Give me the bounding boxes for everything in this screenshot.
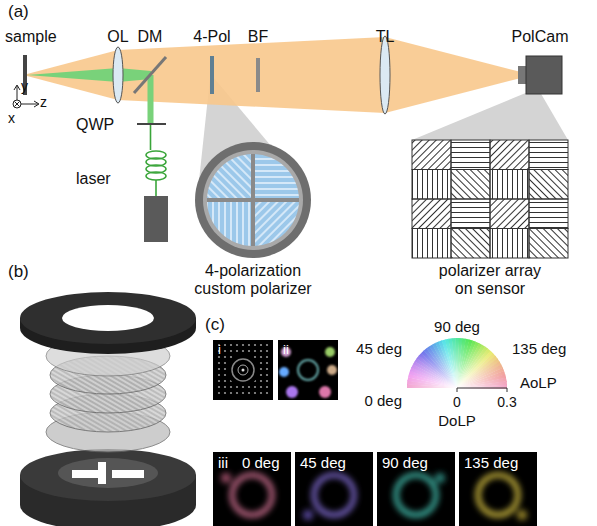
inset-caption: polarizer array on sensor	[433, 262, 548, 299]
component-label: OL	[107, 28, 128, 46]
image-panel: i	[213, 340, 273, 400]
component-label: 4-Pol	[193, 28, 230, 46]
panel-label: 0 deg	[242, 454, 280, 471]
angle-label: 0 deg	[364, 392, 402, 409]
image-panel	[213, 340, 273, 400]
axis-into	[15, 102, 20, 107]
quarter-wave-plate	[137, 123, 166, 125]
polarizer-assembly	[20, 292, 196, 526]
component-label: QWP	[76, 116, 114, 134]
component-label: DM	[138, 28, 163, 46]
inset-caption: 4-polarization custom polarizer	[191, 262, 316, 299]
component-label: laser	[76, 170, 111, 188]
scale-title: AoLP	[520, 374, 557, 391]
fiber-coil	[146, 172, 166, 180]
panel-label: 45 deg	[300, 454, 346, 471]
custom-polarizer	[210, 56, 214, 94]
polarizer-quadrant	[253, 154, 299, 200]
panel-label: ii	[283, 342, 289, 357]
polarizer-quadrant	[253, 200, 299, 246]
polarizer-mount	[203, 150, 303, 250]
scale-title: DoLP	[438, 412, 476, 429]
panel-label: 90 deg	[382, 454, 428, 471]
polarization-camera	[526, 56, 562, 94]
component-label: TL	[376, 28, 395, 46]
panel-label: 135 deg	[464, 454, 518, 471]
panel-letter: (b)	[8, 262, 29, 282]
tick-label: 0	[453, 394, 461, 410]
polarizer-quadrant	[207, 200, 253, 246]
laser-box	[144, 196, 168, 242]
image-panel	[213, 452, 291, 526]
panel-letter: (a)	[8, 2, 29, 22]
channel-images	[221, 473, 527, 520]
excitation-beam	[27, 68, 151, 82]
polarizer-mount	[195, 142, 311, 258]
image-panel: 45 deg	[295, 452, 373, 526]
panel-letter: (c)	[205, 315, 225, 335]
axis-label: x	[8, 110, 15, 126]
optical-fiber	[155, 180, 157, 196]
axis-arrow	[14, 85, 20, 100]
image-panel: 90 deg	[377, 452, 455, 526]
quadrant-divider	[207, 154, 299, 246]
image-panel	[459, 452, 537, 526]
intensity-image	[216, 343, 270, 397]
component-label: sample	[5, 28, 57, 46]
image-panel: iii 0 deg	[213, 452, 291, 526]
objective-lens	[113, 47, 123, 103]
optical-fiber	[150, 125, 152, 150]
image-panel	[278, 340, 338, 400]
axis-label: z	[40, 94, 47, 110]
image-panel	[295, 452, 373, 526]
polarizer-quadrant	[207, 154, 253, 200]
polarizer-array	[412, 140, 568, 258]
dolp-axis	[457, 388, 507, 392]
image-panel: ii	[278, 340, 338, 400]
tube-lens	[380, 36, 390, 114]
angle-label: 90 deg	[434, 318, 480, 335]
axis-label: y	[21, 78, 28, 94]
dolp-gradient	[407, 338, 507, 388]
aolp-colormap	[407, 338, 507, 388]
axis-into	[13, 100, 21, 108]
panel-label: i	[218, 342, 221, 357]
angle-label: 45 deg	[356, 340, 402, 357]
excitation-beam	[148, 75, 154, 125]
bandpass-filter	[256, 58, 260, 92]
angle-label: 135 deg	[512, 340, 566, 357]
panel-numeral: iii	[218, 454, 228, 471]
axis-arrow	[21, 101, 39, 107]
emission-beam	[27, 37, 525, 113]
dichroic-mirror	[134, 57, 166, 93]
image-panel: 135 deg	[459, 452, 537, 526]
camera-front	[518, 66, 526, 84]
component-label: BF	[248, 28, 268, 46]
tick-label: 0.3	[497, 394, 516, 410]
component-label: PolCam	[512, 28, 569, 46]
image-panel	[377, 452, 455, 526]
